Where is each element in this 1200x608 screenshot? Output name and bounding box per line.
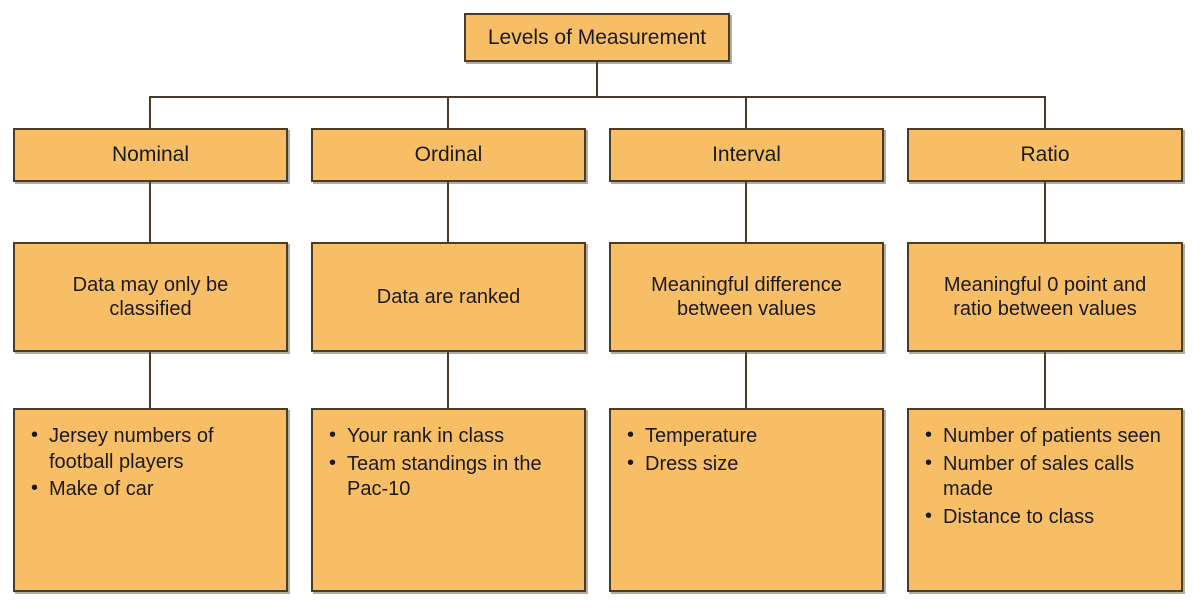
connector-nominal-to-description (149, 182, 151, 242)
connector-bus-to-interval (745, 96, 747, 128)
connector-nominal-description-to-examples (149, 352, 151, 408)
examples-list-interval: Temperature Dress size (627, 423, 870, 479)
root-node-levels-of-measurement: Levels of Measurement (464, 13, 730, 62)
description-line: classified (109, 298, 192, 320)
examples-node-ratio: Number of patients seen Number of sales … (907, 408, 1183, 592)
description-line: Meaningful difference (651, 273, 842, 296)
connector-bus-to-ordinal (447, 96, 449, 128)
connector-interval-to-description (745, 182, 747, 242)
level-label-nominal: Nominal (111, 143, 190, 167)
connector-interval-description-to-examples (745, 352, 747, 408)
description-node-ordinal: Data are ranked (311, 242, 586, 352)
list-item: Team standings in the Pac-10 (329, 451, 572, 503)
connector-horizontal-bus (149, 96, 1046, 98)
list-item: Jersey numbers of football players (31, 423, 274, 475)
list-item: Dress size (627, 451, 870, 478)
examples-list-ratio: Number of patients seen Number of sales … (925, 423, 1169, 532)
examples-node-nominal: Jersey numbers of football players Make … (13, 408, 288, 592)
list-item: Number of sales calls made (925, 451, 1169, 503)
connector-ordinal-to-description (447, 182, 449, 242)
list-item: Your rank in class (329, 423, 572, 450)
description-text-ratio: Meaningful 0 point and ratio between val… (944, 273, 1146, 322)
examples-node-interval: Temperature Dress size (609, 408, 884, 592)
level-label-ordinal: Ordinal (414, 143, 483, 167)
description-node-interval: Meaningful difference between values (609, 242, 884, 352)
connector-ratio-to-description (1044, 182, 1046, 242)
level-node-nominal: Nominal (13, 128, 288, 182)
connector-ratio-description-to-examples (1044, 352, 1046, 408)
list-item: Distance to class (925, 504, 1169, 531)
list-item: Number of patients seen (925, 423, 1169, 450)
list-item: Temperature (627, 423, 870, 450)
examples-node-ordinal: Your rank in class Team standings in the… (311, 408, 586, 592)
connector-bus-to-nominal (149, 96, 151, 128)
connector-root-to-bus (596, 62, 598, 97)
description-line: between values (677, 298, 816, 320)
level-node-ratio: Ratio (907, 128, 1183, 182)
description-text-interval: Meaningful difference between values (651, 273, 842, 322)
root-node-label: Levels of Measurement (487, 25, 707, 49)
examples-list-ordinal: Your rank in class Team standings in the… (329, 423, 572, 505)
description-line: Data are ranked (376, 285, 521, 308)
description-line: ratio between values (953, 298, 1137, 320)
connector-ordinal-description-to-examples (447, 352, 449, 408)
level-node-ordinal: Ordinal (311, 128, 586, 182)
examples-list-nominal: Jersey numbers of football players Make … (31, 423, 274, 505)
list-item: Make of car (31, 476, 274, 503)
connector-bus-to-ratio (1044, 96, 1046, 128)
level-label-ratio: Ratio (1020, 143, 1070, 167)
description-line: Data may only be (72, 273, 229, 296)
description-node-nominal: Data may only be classified (13, 242, 288, 352)
level-label-interval: Interval (712, 143, 781, 167)
level-node-interval: Interval (609, 128, 884, 182)
description-text-nominal: Data may only be classified (73, 273, 229, 322)
description-text-ordinal: Data are ranked (377, 285, 520, 309)
description-line: Meaningful 0 point and (943, 273, 1147, 296)
description-node-ratio: Meaningful 0 point and ratio between val… (907, 242, 1183, 352)
